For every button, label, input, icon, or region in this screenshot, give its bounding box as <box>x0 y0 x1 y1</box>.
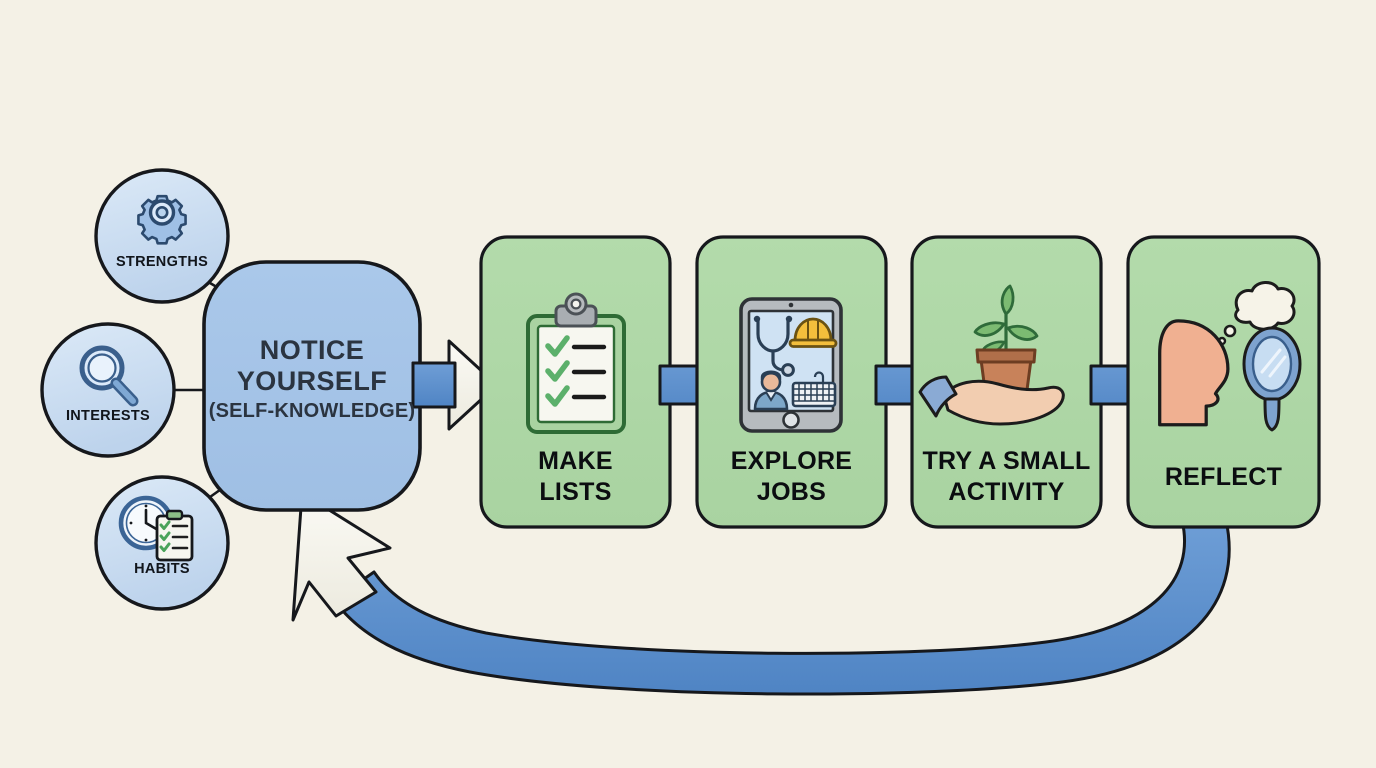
step-label-line1: TRY A SMALL <box>922 447 1091 475</box>
hub-label-line3: (SELF-KNOWLEDGE) <box>208 400 416 422</box>
hub-label-line1: NOTICE <box>259 335 365 365</box>
hand-plant-icon <box>918 284 1065 426</box>
step-label-reflect: REFLECT <box>1128 462 1319 493</box>
step-label-line1: MAKE <box>538 447 613 475</box>
input-circle-label-interests: INTERESTS <box>65 408 151 424</box>
arrow-hub-to-make-lists <box>411 339 499 431</box>
input-circle-label-habits: HABITS <box>134 561 190 577</box>
input-circle-interests[interactable] <box>40 322 176 458</box>
hub-label-line2: YOURSELF <box>236 366 388 396</box>
step-label-line2: JOBS <box>756 477 827 506</box>
hub-label: NOTICE YOURSELF (SELF-KNOWLEDGE) <box>204 335 420 423</box>
step-card-try-a-small-activity[interactable] <box>910 235 1103 529</box>
head-mirror-icon <box>1158 281 1302 432</box>
input-circle-strengths[interactable] <box>94 168 230 304</box>
thought-bubble-icon <box>1217 281 1296 346</box>
input-circle-habits[interactable] <box>94 475 230 611</box>
step-label-line1: EXPLORE <box>730 447 853 475</box>
input-circle-label-strengths: STRENGTHS <box>115 254 209 270</box>
step-label-line2: LISTS <box>539 477 612 506</box>
step-card-reflect[interactable] <box>1126 235 1321 529</box>
step-card-explore-jobs[interactable] <box>695 235 888 529</box>
tablet-jobs-icon <box>739 297 843 433</box>
step-label-line1: REFLECT <box>1164 463 1283 491</box>
gear-icon <box>137 194 187 245</box>
feedback-arrow-reflect-to-notice-yourself <box>291 491 1231 696</box>
feedback-arrow-head-icon <box>291 491 392 622</box>
clock-checklist-icon <box>118 495 194 562</box>
step-label-try-a-small-activity: TRY A SMALL ACTIVITY <box>906 446 1107 507</box>
step-card-make-lists[interactable] <box>479 235 672 529</box>
step-label-explore-jobs: EXPLORE JOBS <box>697 446 886 507</box>
clipboard-checklist-icon <box>526 292 626 434</box>
magnifier-icon <box>79 345 139 407</box>
step-label-line2: ACTIVITY <box>948 477 1065 506</box>
step-label-make-lists: MAKE LISTS <box>481 446 670 507</box>
